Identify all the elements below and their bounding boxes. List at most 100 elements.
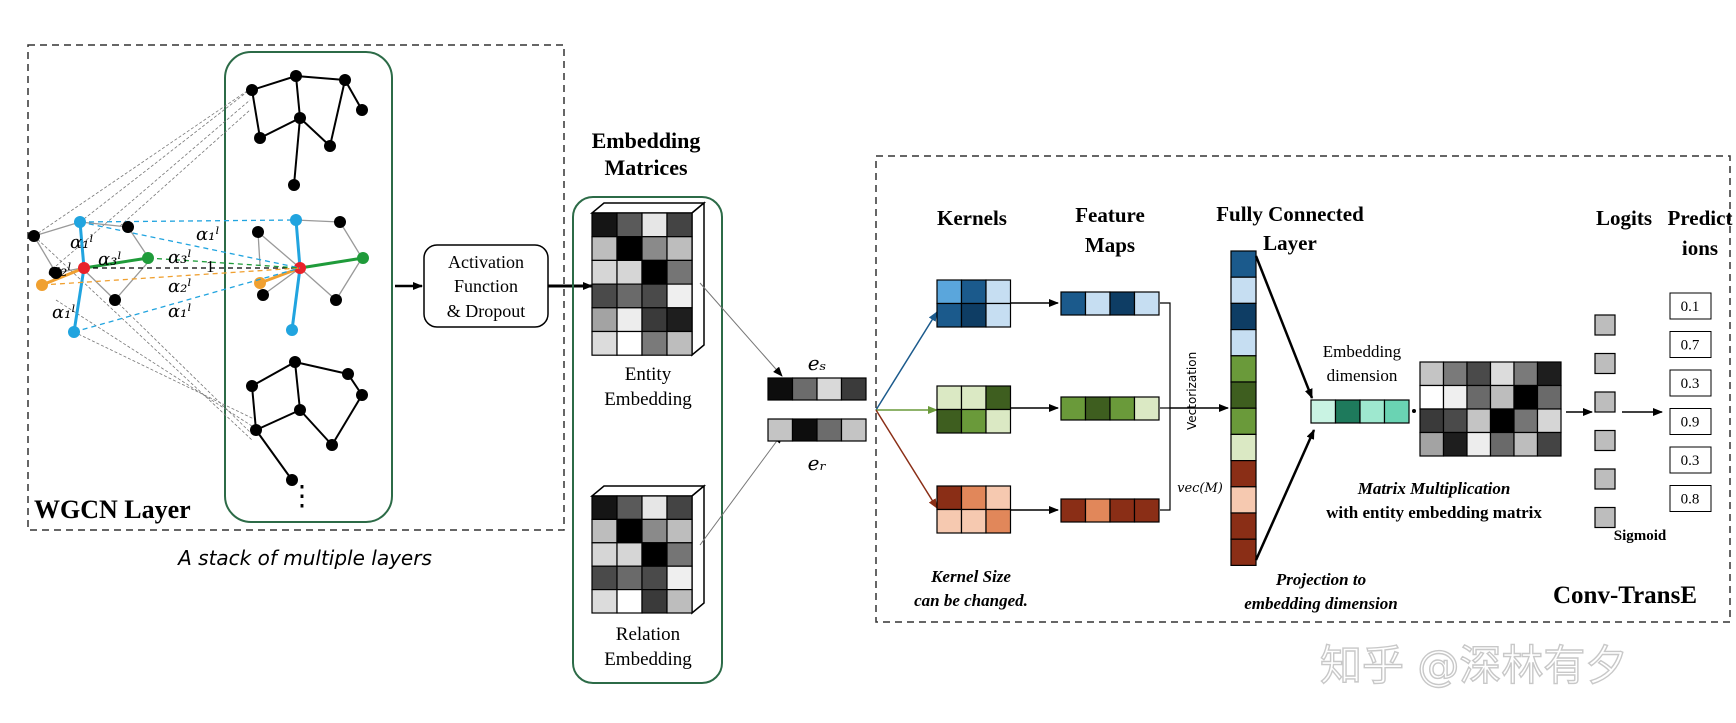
matrix-cell	[591, 236, 618, 261]
matrix-cell	[591, 565, 618, 591]
entity-matrix-cell	[1489, 384, 1515, 410]
matrix-cell	[591, 259, 618, 285]
activation-line3: & Dropout	[447, 301, 526, 321]
arrow-projection-top	[1254, 255, 1314, 399]
kernel-cell	[936, 508, 963, 534]
logit-cell	[1594, 352, 1616, 375]
feature-cell	[1084, 498, 1111, 523]
activation-line1: Activation	[448, 252, 524, 272]
entity-matrix-cell	[1489, 431, 1515, 457]
fc-cell	[1230, 276, 1257, 305]
feature-cell	[1060, 396, 1087, 421]
matrix-cell	[666, 588, 693, 614]
embedding-dimension-line2: dimension	[1327, 366, 1398, 385]
kernel-cell	[960, 485, 987, 511]
matrix-cell	[591, 588, 618, 614]
es-cell	[816, 377, 843, 401]
embdim-cell	[1334, 399, 1361, 424]
predictions-column: 0.10.70.30.90.30.8	[1669, 292, 1712, 512]
fc-cell	[1230, 355, 1257, 383]
matrix-cell	[666, 259, 693, 285]
kernel-cell	[936, 302, 963, 328]
entity-matrix-cell	[1536, 361, 1562, 387]
matrix-cell	[591, 330, 618, 356]
conv-transe-frame	[875, 155, 1731, 623]
relation-embedding-line1: Relation	[616, 624, 681, 645]
kernel-cell	[960, 385, 987, 411]
es-cell	[840, 377, 867, 401]
prediction-value: 0.9	[1681, 415, 1700, 431]
logit-cell	[1594, 506, 1616, 529]
matrix-cell	[666, 518, 693, 544]
entity-embedding-line1: Entity	[625, 364, 672, 385]
relation-embedding-matrix	[589, 484, 707, 615]
matrix-cell	[616, 518, 643, 544]
es-cell	[791, 377, 818, 401]
entity-matrix-cell	[1466, 384, 1492, 410]
entity-matrix-cell	[1536, 408, 1562, 434]
kernel-cell	[985, 302, 1012, 328]
feature-cell	[1133, 498, 1160, 523]
matrix-cell	[591, 542, 618, 567]
fc-cell	[1230, 250, 1257, 278]
er-cell	[767, 418, 794, 442]
matrix-cell	[616, 236, 643, 261]
matrix-cell	[616, 542, 643, 567]
matrix-cell	[666, 542, 693, 567]
projection-line2: embedding dimension	[1244, 594, 1397, 613]
matrix-cell	[641, 259, 668, 285]
fc-cell	[1230, 486, 1257, 514]
logit-cell	[1594, 314, 1616, 336]
embdim-cell	[1383, 399, 1410, 424]
embedding-dimension-vector	[1310, 399, 1410, 424]
kernel-cell	[985, 508, 1012, 534]
entity-matrix-cell	[1513, 431, 1539, 457]
stacked-graph-bottom	[251, 361, 363, 481]
feature-maps-line1: Feature	[1075, 203, 1145, 227]
matrix-cell	[641, 542, 668, 567]
feature-maps-line2: Maps	[1085, 233, 1135, 257]
stacked-graph-top-nodes	[246, 70, 368, 191]
prediction-value: 0.1	[1681, 299, 1700, 315]
kernel-cell	[985, 385, 1012, 411]
matrix-cell	[641, 330, 668, 356]
entity-matrix-transposed	[1419, 361, 1562, 457]
prediction-value: 0.3	[1681, 376, 1700, 392]
entity-embedding-line2: Embedding	[604, 389, 692, 410]
kernel-size-line2: can be changed.	[914, 591, 1028, 610]
kernel-cell	[936, 385, 963, 411]
feature-cell	[1084, 291, 1111, 316]
entity-matrix-cell	[1419, 431, 1445, 457]
prediction-box	[1669, 331, 1712, 358]
fc-cell	[1230, 381, 1257, 409]
er-vector	[767, 418, 867, 442]
matrix-cell	[641, 212, 668, 238]
activation-line2: Function	[454, 276, 518, 296]
projection-lines	[33, 88, 257, 441]
feature-merge-lines	[1160, 302, 1171, 511]
er-cell	[816, 418, 843, 442]
predictions-line2: ions	[1682, 236, 1718, 260]
alpha-label-mid-1: α₁ˡ	[196, 224, 220, 245]
matmul-line1: Matrix Multiplication	[1357, 479, 1511, 498]
arrow-to-kernel-blue	[875, 311, 938, 411]
fc-vector	[1230, 250, 1257, 567]
embedding-dimension-line1: Embedding	[1323, 342, 1402, 361]
kernel-cell	[936, 408, 963, 434]
prediction-box	[1669, 292, 1712, 320]
entity-matrix-cell	[1466, 408, 1492, 434]
feature-cell	[1109, 396, 1136, 421]
weight-one-label: 1	[206, 257, 215, 276]
entity-matrix-cell	[1536, 384, 1562, 410]
entity-matrix-cell	[1442, 361, 1468, 387]
entity-matrix-cell	[1419, 384, 1445, 410]
entity-matrix-cell	[1489, 408, 1515, 434]
prediction-value: 0.8	[1681, 492, 1700, 508]
matrix-cell	[666, 307, 693, 333]
entity-matrix-cell	[1419, 408, 1445, 434]
matrix-cell	[666, 212, 693, 238]
fc-cell	[1230, 512, 1257, 540]
es-label: eₛ	[808, 351, 827, 375]
matrix-cell	[641, 495, 668, 520]
matrix-cell	[591, 495, 618, 520]
